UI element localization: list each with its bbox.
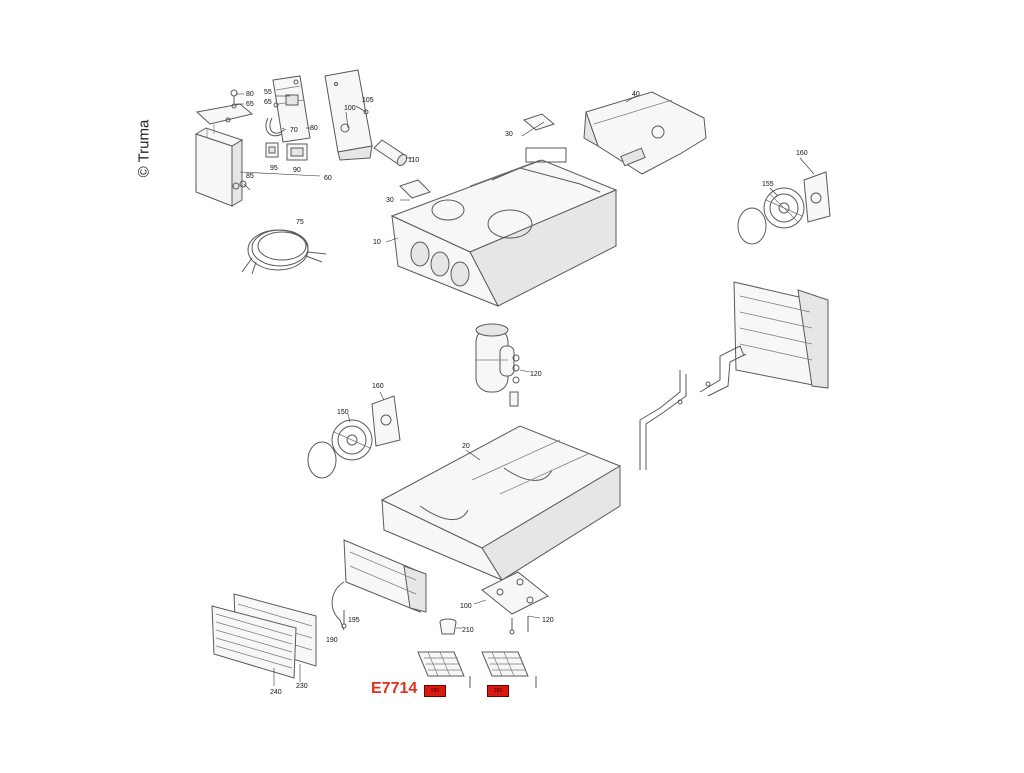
top-cover: [583, 91, 707, 175]
part-label-155: 155: [762, 181, 774, 188]
part-label-120-compressor: 120: [530, 371, 542, 378]
fan-ring-lower: [307, 441, 337, 479]
control-board-bracket: [272, 75, 311, 143]
part-label-80-board: 80: [310, 125, 318, 132]
screw-65-top: [231, 103, 237, 109]
part-label-100-base: 100: [460, 603, 472, 610]
part-label-40: 40: [632, 91, 640, 98]
base-plate: [481, 571, 549, 615]
bushing-210: [439, 618, 457, 635]
part-label-60: 60: [324, 175, 332, 182]
copyright-text: © Truma: [135, 119, 153, 178]
part-label-120-base: 120: [542, 617, 554, 624]
part-label-65-top: 65: [246, 101, 254, 108]
part-label-85: 85: [246, 173, 254, 180]
part-label-100-plate: 100: [344, 105, 356, 112]
control-box-cover: [194, 103, 254, 207]
insulation-pad-30-upper: [522, 113, 556, 131]
insulation-pad-30-lower: [399, 179, 431, 199]
mesh-grille-250: [417, 651, 465, 677]
part-label-110: 110: [408, 157, 419, 164]
red-label-left: 250: [424, 685, 446, 697]
refrigerant-piping: [639, 345, 747, 470]
compressor: [475, 323, 515, 393]
part-label-30-upper: 30: [505, 131, 513, 138]
evaporator-coil: [343, 539, 427, 613]
sensor-195: [341, 610, 347, 629]
part-label-80-top: 80: [246, 91, 254, 98]
screw-80: [230, 89, 238, 104]
lower-housing: [380, 425, 622, 582]
compressor-mounts: [509, 354, 520, 407]
model-code: E7714: [371, 680, 418, 697]
relay-95: [265, 142, 279, 158]
part-label-195: 195: [348, 617, 360, 624]
grommet-85: [239, 180, 247, 188]
leader-lines: [236, 93, 815, 686]
part-label-190: 190: [326, 637, 338, 644]
tube-190: [331, 581, 345, 631]
part-label-90: 90: [293, 167, 301, 174]
motor-bracket-160-lower: [371, 395, 401, 447]
upper-housing: [390, 147, 618, 307]
red-label-right: 255: [487, 685, 509, 697]
cable-harness: [241, 229, 327, 275]
screw-105: [355, 105, 369, 115]
part-label-230: 230: [296, 683, 308, 690]
capacitor-110: [373, 139, 408, 166]
motor-bracket-160-upper: [803, 171, 831, 223]
part-label-20: 20: [462, 443, 470, 450]
intake-grille: [211, 605, 297, 679]
part-label-70: 70: [290, 127, 298, 134]
part-number-labels: 80 65 85 55 65 70 80 95 90 60 100 105 11…: [246, 89, 808, 696]
part-label-160-lower: 160: [372, 383, 384, 390]
mesh-grille-255: [481, 651, 529, 677]
mounting-plate: [324, 69, 373, 161]
part-label-30-lower: 30: [386, 197, 394, 204]
cable-clip-70: [265, 117, 285, 137]
copyright-notice: © Truma: [133, 118, 155, 186]
part-label-65-board: 65: [264, 99, 272, 106]
transformer-90: [286, 143, 308, 161]
part-label-95: 95: [270, 165, 278, 172]
part-label-105: 105: [362, 97, 374, 104]
fan-wheel-155: [763, 187, 805, 229]
condenser-coil: [733, 281, 829, 389]
screw-120: [509, 616, 529, 635]
part-label-240: 240: [270, 689, 282, 696]
part-label-160-upper: 160: [796, 150, 808, 157]
part-label-10: 10: [373, 239, 381, 246]
screw-65-board: [273, 102, 279, 108]
fan-wheel-150: [331, 419, 373, 461]
part-label-210: 210: [462, 627, 474, 634]
part-label-55: 55: [264, 89, 272, 96]
part-label-75: 75: [296, 219, 304, 226]
fan-ring-upper: [737, 207, 767, 245]
part-label-150: 150: [337, 409, 349, 416]
